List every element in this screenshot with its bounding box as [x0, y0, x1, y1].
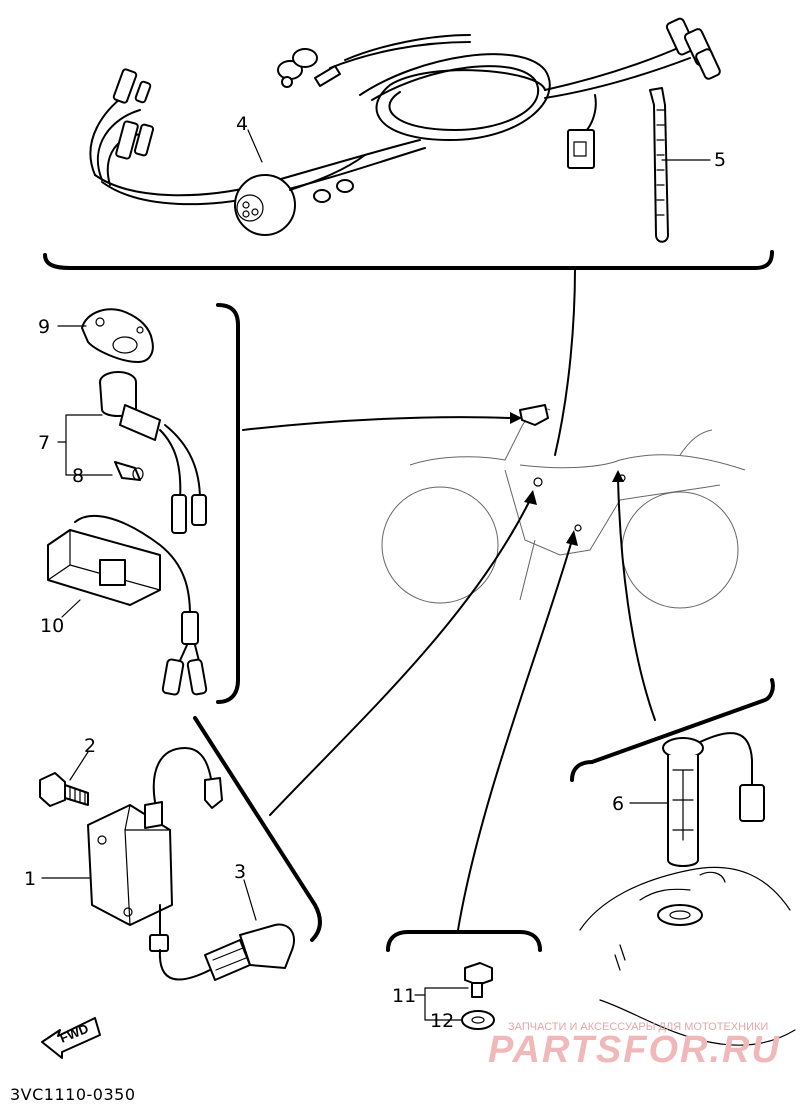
motorcycle-outline: [381, 404, 746, 609]
fuel-sender: [662, 732, 765, 867]
fwd-arrow-icon: FWD: [41, 1017, 101, 1059]
small-plug: [114, 461, 144, 481]
group-bracket-harness: [43, 250, 774, 270]
label-part-7: 7: [38, 432, 50, 454]
cable-tie: [649, 87, 669, 243]
group-bracket-lower-right: [570, 678, 775, 782]
plug-cap: [158, 923, 295, 981]
washer: [461, 1010, 495, 1030]
bolt: [39, 772, 89, 807]
drawing-code: 3VC1110-0350: [10, 1085, 136, 1104]
label-part-2: 2: [84, 735, 96, 757]
group-bracket-lower-mid: [386, 930, 542, 952]
small-bolt: [464, 962, 493, 998]
watermark-brand: PARTSFOR.RU: [488, 1029, 781, 1071]
label-part-5: 5: [714, 149, 726, 171]
label-part-10: 10: [40, 615, 64, 637]
label-part-1: 1: [24, 868, 36, 890]
group-bracket-lower-left: [193, 716, 322, 942]
label-part-4: 4: [236, 113, 248, 135]
group-bracket-left: [216, 303, 240, 704]
label-part-9: 9: [38, 316, 50, 338]
label-part-3: 3: [234, 861, 246, 883]
label-part-12: 12: [430, 1010, 454, 1032]
label-part-11: 11: [392, 985, 416, 1007]
gasket-plate: [81, 308, 154, 363]
ignition-coil: [87, 747, 223, 952]
cdi-unit: [47, 515, 208, 696]
label-leaders: [41, 129, 711, 1021]
label-part-6: 6: [612, 793, 624, 815]
label-part-8: 8: [72, 465, 84, 487]
sensor-assembly: [99, 371, 207, 534]
watermark-caption: ЗАПЧАСТИ И АКСЕССУАРЫ ДЛЯ МОТОТЕХНИКИ: [508, 1021, 768, 1033]
fuel-tank: [579, 866, 796, 1046]
wire-harness: [89, 17, 721, 236]
leader-arrows: [242, 267, 656, 931]
